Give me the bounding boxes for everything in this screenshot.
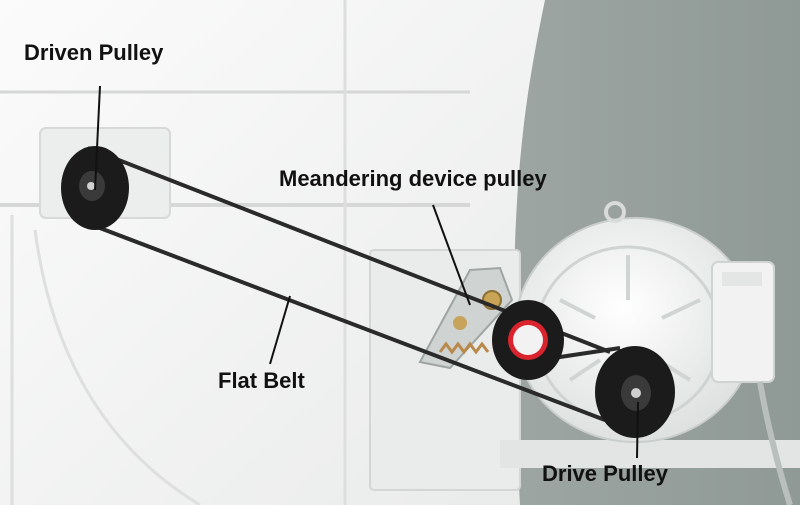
motor-cable (757, 381, 793, 505)
label-meandering-device-pulley: Meandering device pulley (279, 166, 547, 191)
meandering-spring (438, 341, 490, 355)
leader-driven-pulley (94, 85, 101, 191)
drive-pulley (595, 346, 675, 438)
motor-terminal-label (722, 272, 762, 286)
leader-flat-belt (269, 295, 291, 365)
motor-lifting-eye (604, 201, 626, 223)
leader-drive-pulley (636, 401, 639, 459)
meandering-device-pulley (492, 300, 564, 380)
label-flat-belt: Flat Belt (218, 368, 305, 393)
meandering-bolt (453, 316, 467, 330)
label-driven-pulley: Driven Pulley (24, 40, 164, 65)
motor-terminal-box (711, 261, 775, 383)
label-drive-pulley: Drive Pulley (542, 461, 668, 486)
motor-foot-rail (500, 440, 800, 468)
housing-curve (33, 229, 201, 505)
motor-cooling-vents (559, 255, 701, 382)
leader-meandering-pulley (432, 204, 471, 306)
